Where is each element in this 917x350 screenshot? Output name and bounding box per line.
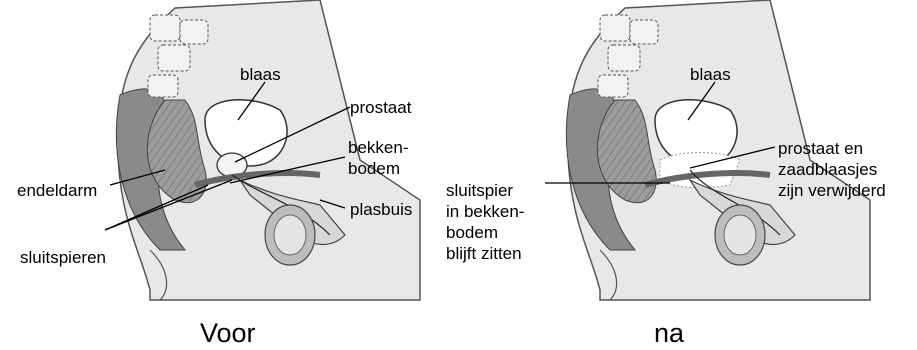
label-sluitspier: sluitspier in bekken- bodem blijft zitte… <box>446 180 524 264</box>
label-plasbuis: plasbuis <box>350 199 412 220</box>
label-blaas-after: blaas <box>690 64 731 85</box>
label-endeldarm: endeldarm <box>17 180 97 201</box>
label-bekkenbodem: bekken- bodem <box>348 137 408 179</box>
label-prostaat-zaadblaasjes: prostaat en zaadblaasjes zijn verwijderd <box>778 138 886 201</box>
label-sluitspieren: sluitspieren <box>20 247 106 268</box>
caption-before: Voor <box>200 318 256 348</box>
caption-after: na <box>654 318 684 348</box>
label-blaas-before: blaas <box>240 64 281 85</box>
label-prostaat: prostaat <box>350 97 411 118</box>
